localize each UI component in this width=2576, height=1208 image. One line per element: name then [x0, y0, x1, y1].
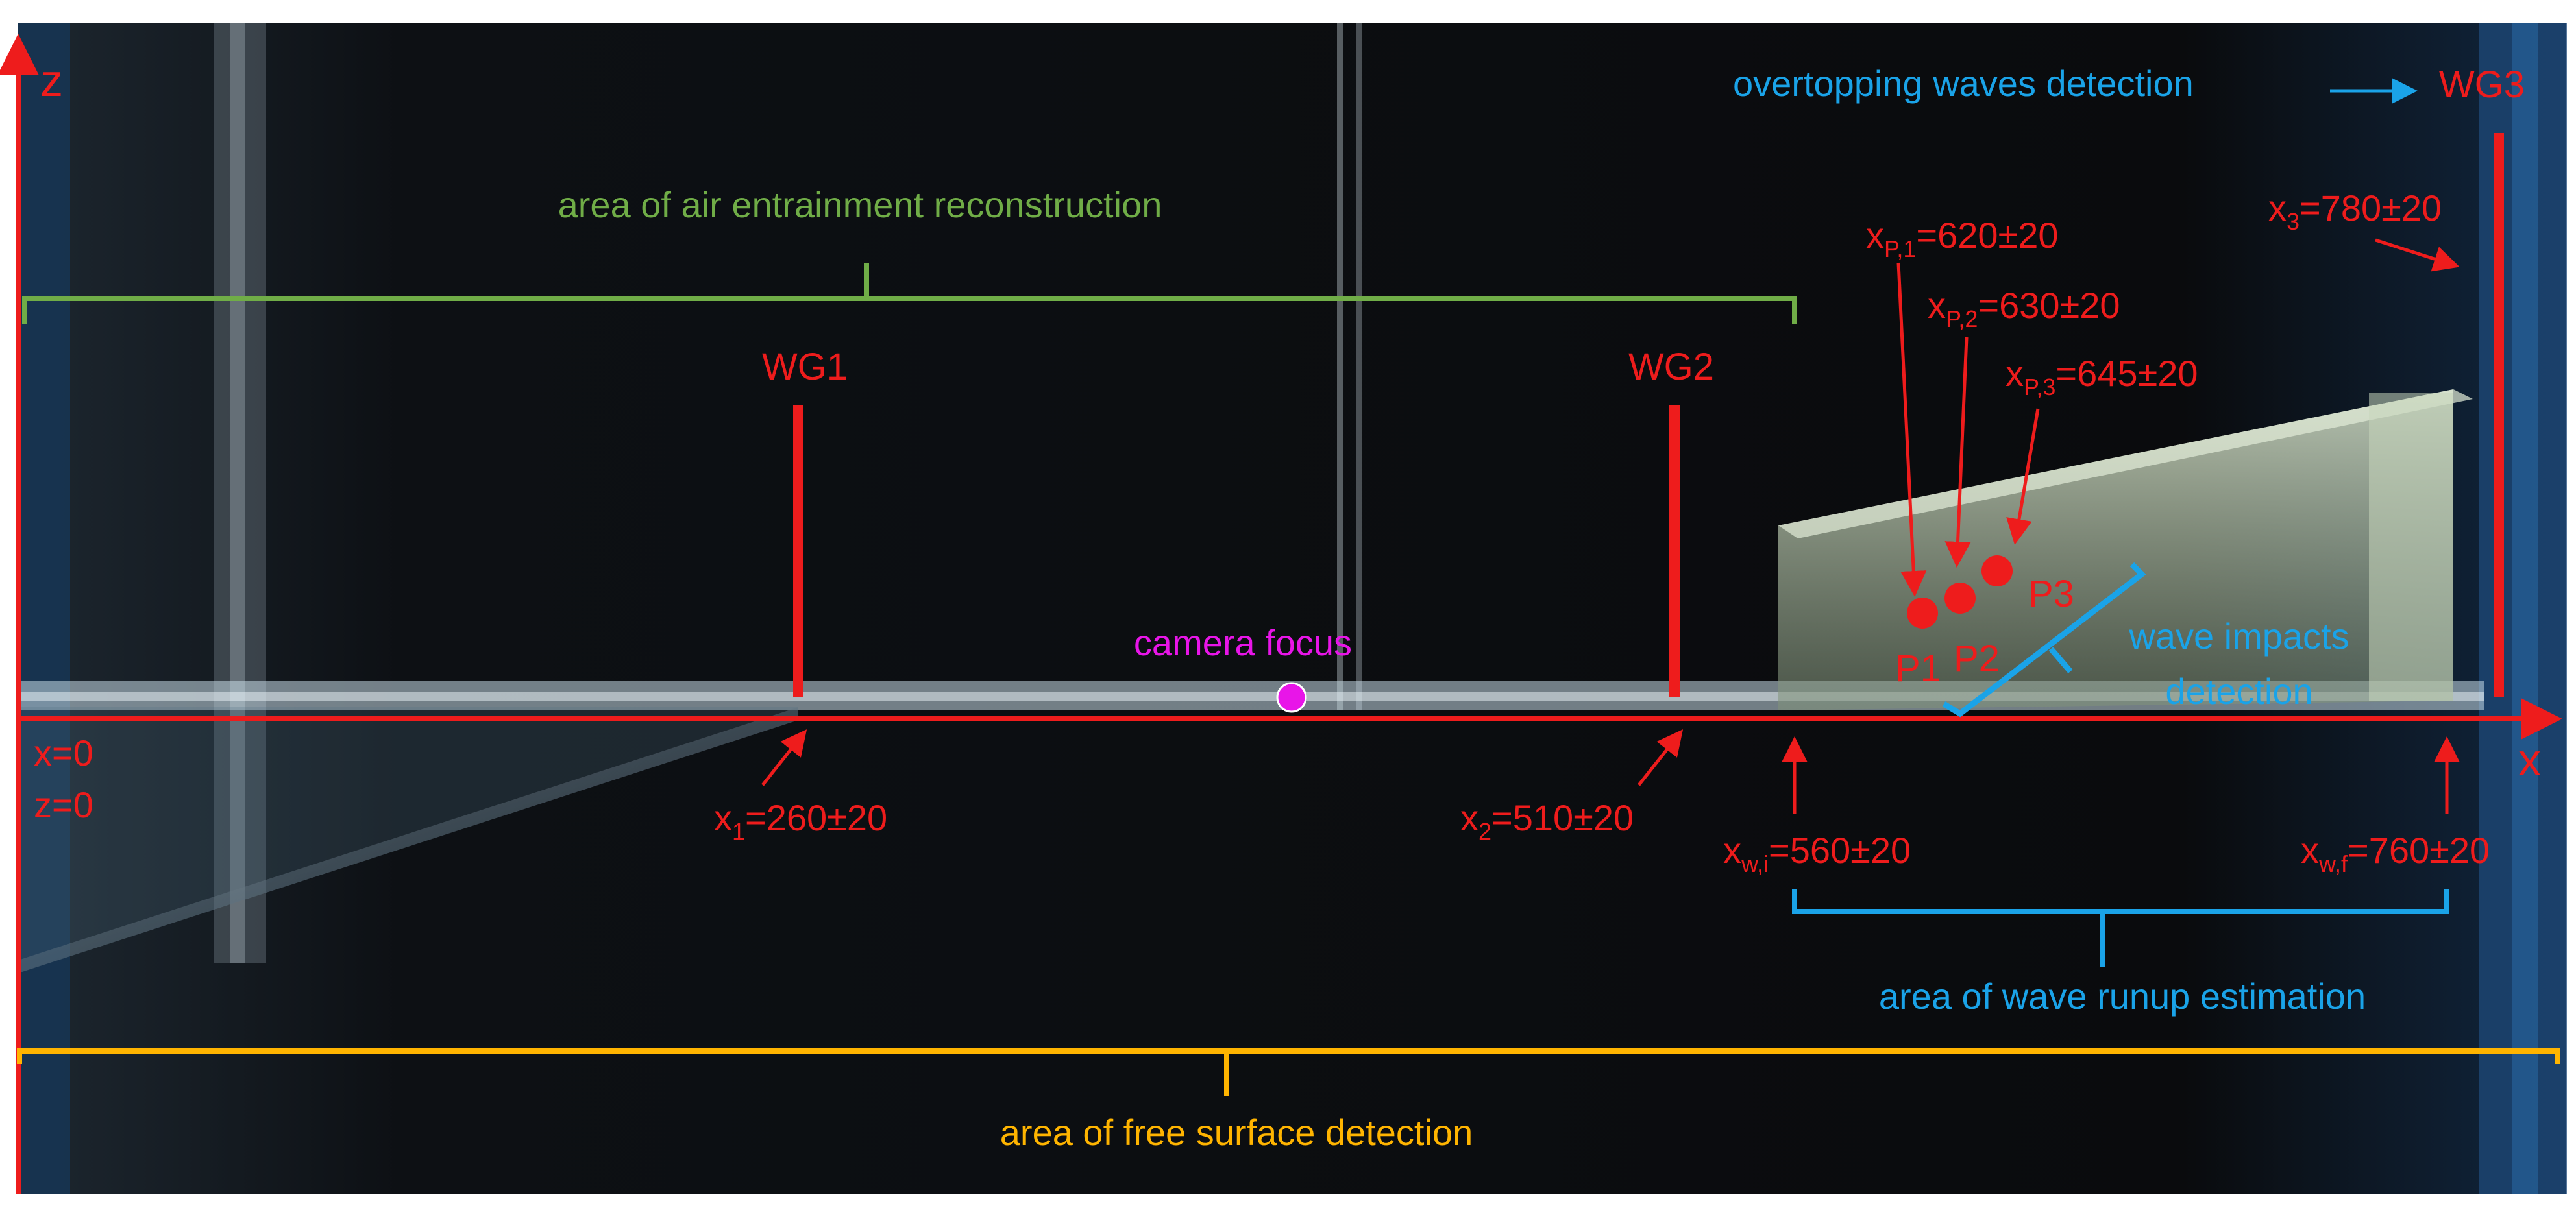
wave-gauge-wg3: WG3 — [2439, 64, 2525, 697]
x-axis-label: x — [2518, 734, 2541, 785]
position-x2: x2=510±20 — [1460, 729, 1684, 845]
origin-x-label: x=0 — [34, 732, 93, 773]
svg-text:x2=510±20: x2=510±20 — [1460, 797, 1634, 845]
position-xp1: xP,1=620±20 — [1866, 215, 2059, 597]
position-xwi: xw,i=560±20 — [1723, 736, 1911, 877]
wave-impacts-bracket: wave impacts detection — [1942, 562, 2349, 718]
photo-background — [18, 23, 2567, 1194]
probe-p3-label: P3 — [2028, 573, 2074, 615]
axes: z x x=0 z=0 — [0, 34, 2562, 1194]
origin-z-label: z=0 — [34, 784, 93, 825]
svg-text:xP,3=645±20: xP,3=645±20 — [2006, 353, 2198, 400]
position-x3: x3=780±20 — [2268, 187, 2460, 272]
position-xwf: xw,f=760±20 — [2301, 736, 2490, 877]
probe-p2-label: P2 — [1954, 638, 2000, 680]
svg-text:xP,1=620±20: xP,1=620±20 — [1866, 215, 2059, 262]
free-surface-label: area of free surface detection — [1000, 1112, 1473, 1153]
air-entrainment-bracket: area of air entrainment reconstruction — [22, 184, 1797, 324]
camera-focus-label: camera focus — [1134, 622, 1352, 663]
wave-runup-bracket: area of wave runup estimation — [1792, 889, 2449, 1017]
wave-gauge-wg2: WG2 — [1628, 346, 1714, 697]
wg1-label: WG1 — [762, 346, 848, 388]
wave-impacts-label-line1: wave impacts — [2128, 616, 2349, 657]
probe-p1-marker — [1907, 598, 1938, 629]
position-x1: x1=260±20 — [714, 729, 887, 845]
air-entrainment-label: area of air entrainment reconstruction — [558, 184, 1162, 225]
camera-focus-marker — [1276, 682, 1307, 713]
z-axis-label: z — [40, 55, 63, 106]
wave-impacts-label-line2: detection — [2165, 671, 2312, 712]
free-surface-bracket: area of free surface detection — [17, 1048, 2560, 1153]
pressure-probes: P1 P2 P3 — [1895, 555, 2074, 690]
svg-text:xP,2=630±20: xP,2=630±20 — [1928, 285, 2120, 332]
position-xp2: xP,2=630±20 — [1928, 285, 2120, 568]
wg2-label: WG2 — [1628, 346, 1714, 388]
probe-p2-marker — [1944, 583, 1976, 614]
probe-p1-label: P1 — [1895, 647, 1941, 690]
probe-p3-marker — [1981, 555, 2013, 586]
svg-text:x1=260±20: x1=260±20 — [714, 797, 887, 845]
svg-text:xw,f=760±20: xw,f=760±20 — [2301, 830, 2490, 877]
svg-text:x3=780±20: x3=780±20 — [2268, 187, 2442, 235]
overtopping-label: overtopping waves detection — [1733, 63, 2194, 104]
svg-text:xw,i=560±20: xw,i=560±20 — [1723, 830, 1911, 877]
overtopping-annotation: overtopping waves detection — [1733, 63, 2418, 104]
wave-runup-label: area of wave runup estimation — [1879, 976, 2366, 1017]
wg3-label: WG3 — [2439, 64, 2525, 106]
camera-focus: camera focus — [1134, 622, 1352, 713]
wave-gauge-wg1: WG1 — [762, 346, 848, 697]
position-xp3: xP,3=645±20 — [2006, 353, 2198, 545]
